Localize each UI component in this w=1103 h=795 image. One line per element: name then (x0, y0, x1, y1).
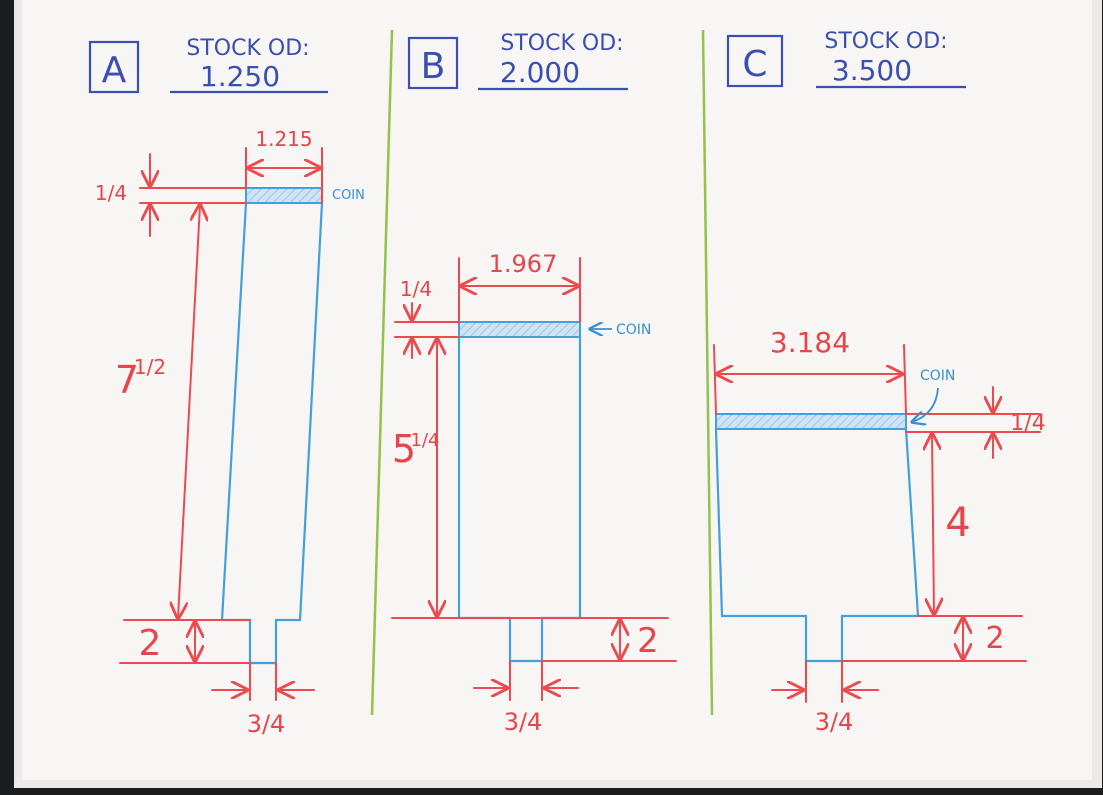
panel-c-coin-label: COIN (920, 368, 955, 384)
panel-b-body-whole: 5 (392, 427, 416, 471)
panel-c-width-ext-right (903, 344, 907, 415)
panel-b-width-dim: 1.967 (489, 250, 558, 278)
panel-c-letter-box (726, 34, 784, 88)
panel-c-coin-thickness: 1/4 (1010, 411, 1045, 436)
panel-b-body-frac: 1/4 (411, 430, 440, 451)
panel-a-letter-box (88, 40, 140, 94)
panel-c-coin (715, 413, 907, 430)
panel-b-tenon-width: 3/4 (504, 708, 543, 736)
panel-b: B STOCK OD: 2.000 1.967 1/4 COIN 5 1/4 2… (391, 31, 677, 736)
panel-b-base-height: 2 (637, 621, 659, 661)
panel-a-body-dim-line (178, 205, 200, 618)
panel-c-width-ext-left (713, 344, 717, 415)
panel-a-body-frac: 1/2 (134, 355, 166, 379)
panel-c: C STOCK OD: 3.500 3.184 1/4 COIN 4 2 3/4 (713, 29, 1046, 736)
panel-c-width-dim: 3.184 (770, 326, 850, 359)
panel-a-letter: A (102, 50, 127, 91)
panel-c-body-length: 4 (945, 500, 970, 546)
divider-bc (701, 29, 714, 716)
panel-b-letter-box (407, 36, 459, 90)
panel-a-base-height: 2 (139, 623, 162, 664)
panel-a-tenon-width: 3/4 (247, 710, 286, 738)
panel-c-stock-label: STOCK OD: (824, 29, 947, 54)
panel-b-coin-label: COIN (616, 322, 651, 338)
panel-a-width-dim: 1.215 (255, 127, 312, 151)
panel-c-letter: C (742, 44, 767, 85)
panel-b-coin (458, 321, 581, 338)
panel-c-part-outline (714, 428, 920, 663)
panel-b-letter: B (421, 46, 446, 87)
panel-a-body-whole: 7 (115, 358, 139, 402)
panel-c-coin-pointer (912, 387, 939, 422)
panel-a-coin (245, 187, 323, 204)
panel-b-stock-label: STOCK OD: (500, 31, 623, 56)
panel-c-body-dim-line (932, 434, 934, 614)
panel-a: A STOCK OD: 1.250 1.215 1/4 COIN 7 1/2 2 (88, 36, 365, 738)
panel-c-tenon-width: 3/4 (815, 708, 854, 736)
panel-b-coin-thickness: 1/4 (400, 277, 432, 301)
panel-a-coin-thickness: 1/4 (95, 181, 127, 205)
divider-ab (370, 29, 394, 716)
panel-a-stock-label: STOCK OD: (186, 36, 309, 61)
panel-c-base-height: 2 (985, 621, 1004, 656)
panel-b-stock-value: 2.000 (500, 56, 580, 89)
panel-a-coin-label: COIN (332, 188, 365, 203)
panel-a-stock-value: 1.250 (200, 60, 280, 93)
panel-c-stock-value: 3.500 (832, 54, 912, 87)
